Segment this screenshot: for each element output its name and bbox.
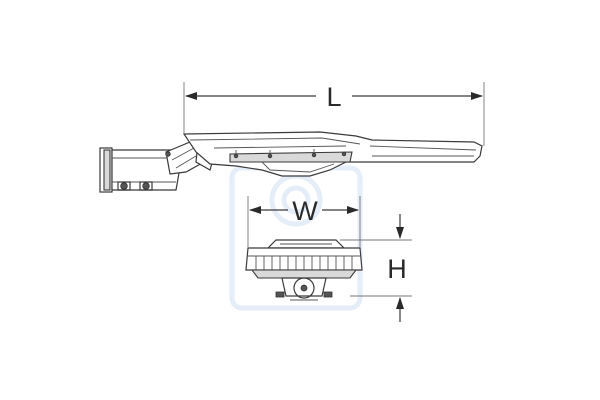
length-dimension: L <box>183 82 485 146</box>
luminaire-body <box>182 131 483 177</box>
length-label: L <box>326 82 341 112</box>
pole-mount-bracket <box>99 147 183 193</box>
bolt-icon <box>120 182 128 190</box>
width-label: W <box>292 196 318 226</box>
bolt-icon <box>142 182 150 190</box>
mounting-clamp <box>275 277 333 301</box>
front-view <box>245 239 363 301</box>
cooling-fins <box>255 256 353 270</box>
side-view <box>99 131 483 193</box>
pivot-icon <box>165 151 171 157</box>
width-dimension: W <box>247 196 361 248</box>
height-label: H <box>387 254 407 284</box>
height-dimension: H <box>340 214 412 322</box>
